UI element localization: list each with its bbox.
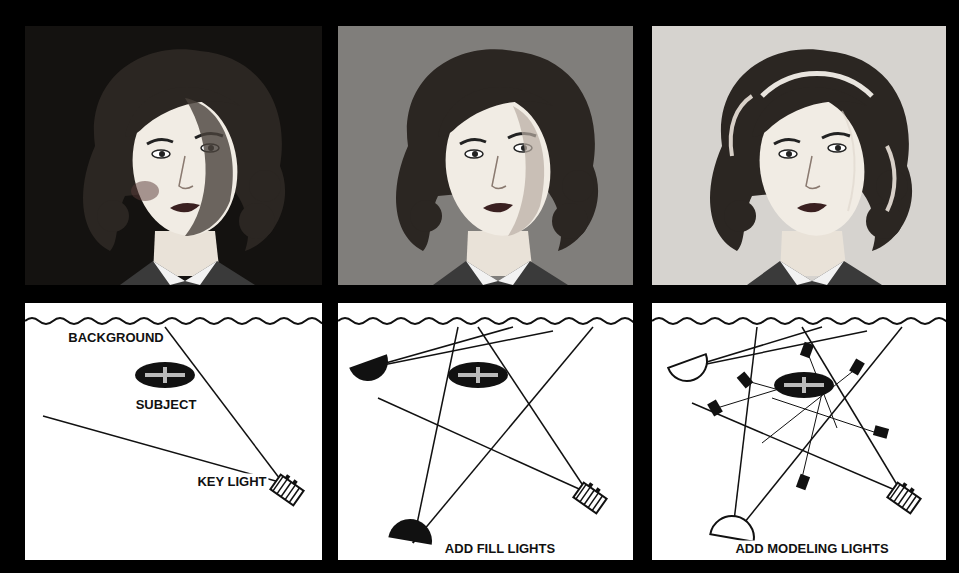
part-label: KEY LIGHT bbox=[195, 474, 268, 489]
step-caption: ADD MODELING LIGHTS bbox=[733, 541, 890, 556]
part-label: BACKGROUND bbox=[66, 330, 165, 345]
part-label: SUBJECT bbox=[134, 397, 199, 412]
step-caption: ADD FILL LIGHTS bbox=[443, 541, 557, 556]
